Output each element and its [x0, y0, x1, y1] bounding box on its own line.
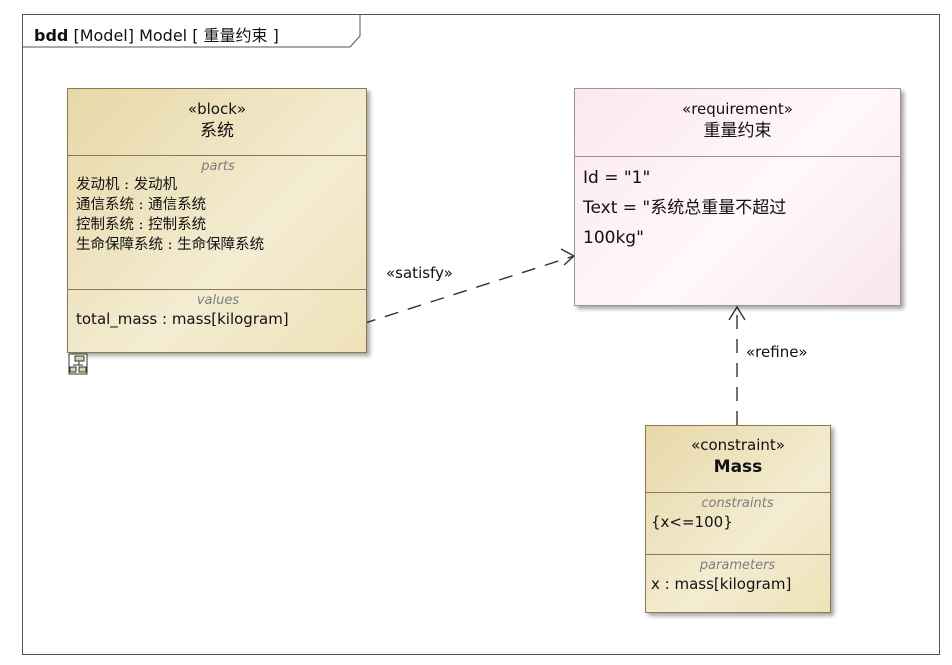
constraint-stereotype: «constraint» — [691, 436, 785, 454]
frame-title: bdd [Model] Model [ 重量约束 ] — [34, 22, 279, 46]
system-block-stereotype: «block» — [187, 100, 247, 118]
constraint-header: «constraint» Mass — [646, 426, 830, 493]
frame-kind: bdd — [34, 26, 69, 45]
system-block[interactable]: «block» 系统 parts 发动机 : 发动机 通信系统 : 通信系统 控… — [67, 88, 367, 353]
values-compartment-title: values — [196, 293, 240, 308]
satisfy-arrowhead — [560, 248, 576, 266]
constraint-expression: {x<=100} — [651, 513, 733, 531]
requirement-name: 重量约束 — [703, 121, 772, 141]
part-item: 控制系统 : 控制系统 — [76, 217, 207, 233]
requirement-text-line2: 100kg" — [583, 228, 644, 248]
part-item: 生命保障系统 : 生命保障系统 — [76, 237, 265, 253]
system-block-name: 系统 — [200, 121, 234, 141]
refine-label: «refine» — [746, 343, 808, 361]
constraint-block[interactable]: «constraint» Mass constraints {x<=100} p… — [645, 425, 831, 613]
satisfy-dependency-line — [361, 255, 575, 325]
parts-compartment-title: parts — [201, 159, 235, 174]
requirement-body: Id = "1" Text = "系统总重量不超过 100kg" — [575, 157, 900, 259]
system-block-header: «block» 系统 — [68, 89, 366, 156]
requirement-block[interactable]: «requirement» 重量约束 Id = "1" Text = "系统总重… — [574, 88, 901, 306]
values-compartment: values total_mass : mass[kilogram] — [68, 289, 366, 333]
diagram-frame — [22, 14, 940, 655]
part-item: 发动机 : 发动机 — [76, 177, 178, 193]
internal-structure-icon[interactable] — [68, 353, 88, 375]
parameter-item: x : mass[kilogram] — [651, 575, 792, 593]
requirement-stereotype: «requirement» — [682, 100, 793, 118]
requirement-text-line1: Text = "系统总重量不超过 — [583, 198, 787, 218]
part-item: 通信系统 : 通信系统 — [76, 197, 207, 213]
frame-tab-outline — [22, 14, 361, 48]
frame-name: [Model] Model [ 重量约束 ] — [73, 26, 279, 45]
constraints-compartment-title: constraints — [701, 496, 774, 511]
refine-arrowhead — [728, 305, 746, 321]
parameters-compartment: parameters x : mass[kilogram] — [646, 554, 830, 598]
parts-compartment: parts 发动机 : 发动机 通信系统 : 通信系统 控制系统 : 控制系统 … — [68, 156, 366, 289]
constraints-compartment: constraints {x<=100} — [646, 493, 830, 554]
requirement-id: Id = "1" — [583, 168, 651, 188]
constraint-name: Mass — [713, 457, 763, 477]
value-item: total_mass : mass[kilogram] — [76, 310, 289, 328]
requirement-header: «requirement» 重量约束 — [575, 89, 900, 157]
parameters-compartment-title: parameters — [699, 558, 776, 573]
satisfy-label: «satisfy» — [386, 264, 453, 282]
